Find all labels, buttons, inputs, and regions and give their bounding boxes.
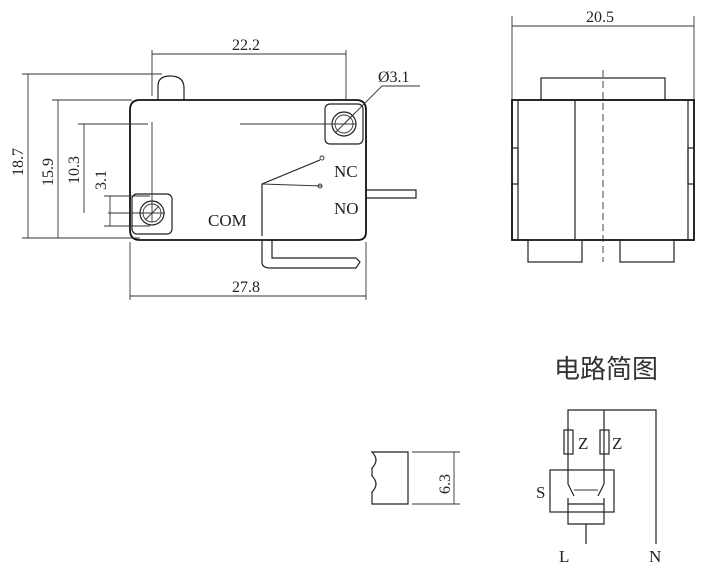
dim-side-text: 20.5: [586, 9, 614, 26]
com-label: COM: [208, 211, 247, 230]
side-notch-left: [511, 147, 519, 185]
terminal-detail: 6.3: [370, 451, 460, 505]
z-left-label: Z: [578, 434, 588, 453]
dim-top-text: 22.2: [232, 37, 260, 54]
z-right-label: Z: [612, 434, 622, 453]
contact-right-blade: [597, 483, 605, 497]
switch-box: [549, 469, 615, 513]
actuator-button: [157, 75, 185, 100]
contact-left-blade: [567, 483, 575, 497]
dim-terminal-text: 6.3: [437, 474, 454, 494]
resistor-left: [563, 429, 574, 455]
side-notch-right: [687, 147, 695, 185]
nc-label: NC: [334, 162, 358, 181]
wire-l-join: [586, 504, 605, 525]
dim-hole-text: Ø3.1: [378, 69, 410, 86]
dim-text-103: 10.3: [66, 156, 83, 184]
nc-contact: [319, 155, 325, 161]
internal-lever: [261, 159, 321, 236]
switch-label: S: [536, 483, 545, 502]
side-terminal-left: [527, 239, 583, 263]
wire-l: [567, 504, 587, 544]
dim-text-187: 18.7: [10, 148, 27, 176]
dim-bottom-text: 27.8: [232, 279, 260, 296]
no-label: NO: [334, 199, 359, 218]
side-view: 20.5: [511, 9, 695, 263]
contact-bottom-bar: [567, 498, 605, 505]
wire-top-n: [567, 409, 657, 544]
lever-no-line: [261, 183, 323, 187]
front-view: NC NO COM 22.2 Ø3.1 18.7 15.9 10.3 3.1 2…: [10, 37, 420, 300]
no-contact: [317, 183, 323, 189]
com-terminal-tab: [261, 240, 361, 269]
l-label: L: [559, 547, 569, 566]
dim-text-159: 15.9: [40, 158, 57, 186]
no-terminal-tab: [366, 189, 417, 199]
circuit-title: 电路简图: [554, 355, 658, 385]
side-terminal-right: [619, 239, 675, 263]
dim-hole-leader: [343, 85, 383, 125]
switch-body: [129, 99, 367, 241]
circuit-diagram: 电路简图 Z Z S L N: [536, 355, 661, 566]
resistor-right: [599, 429, 610, 455]
n-label: N: [649, 547, 661, 566]
terminal-profile: [370, 451, 409, 505]
dim-text-31: 3.1: [93, 170, 110, 190]
